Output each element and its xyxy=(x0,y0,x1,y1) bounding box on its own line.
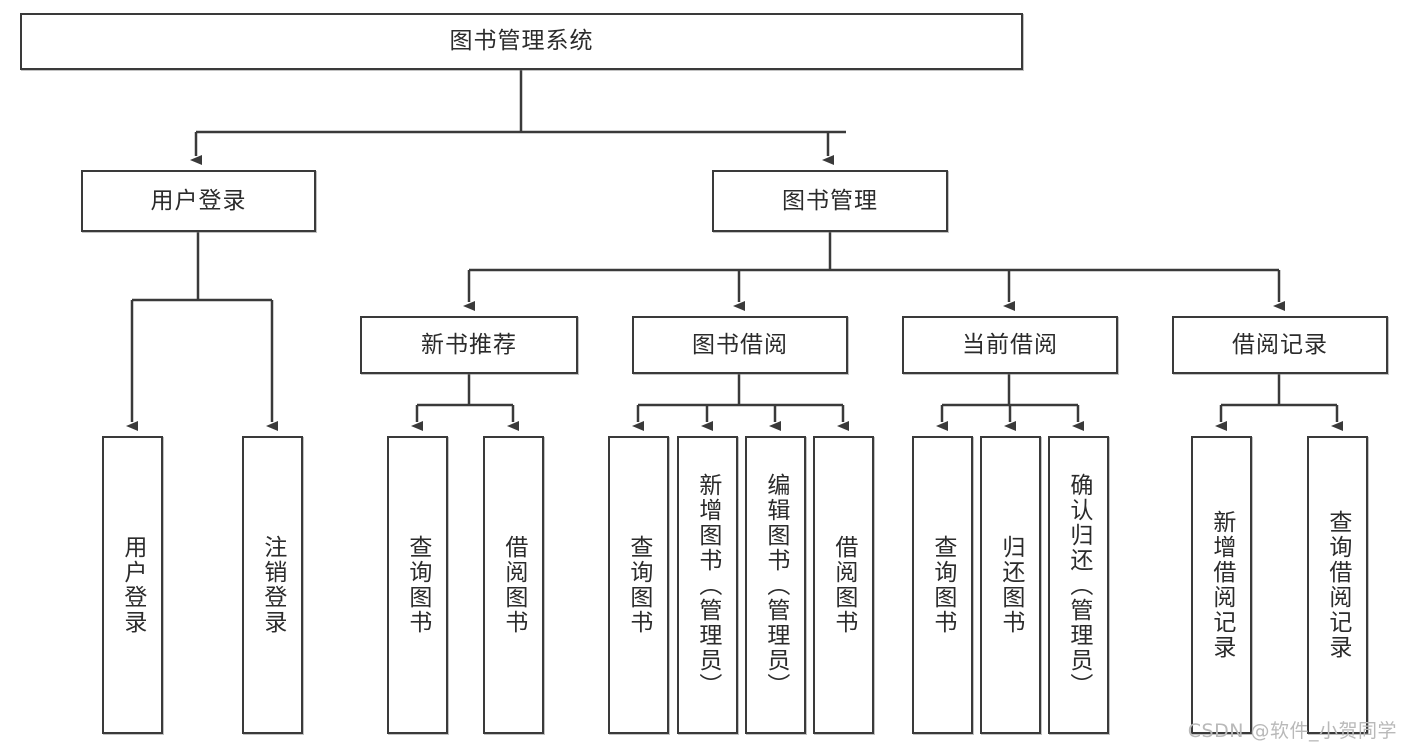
leaf-logout-label: 注销登录 xyxy=(259,535,286,635)
leaf-borrow-book-1[interactable]: 借阅图书 xyxy=(483,436,544,734)
csdn-watermark: CSDN @软件_小贺同学 xyxy=(1187,720,1397,742)
node-root-label: 图书管理系统 xyxy=(449,28,594,55)
leaf-query-book-3-label: 查询图书 xyxy=(929,535,956,635)
leaf-add-book-admin[interactable]: 新增图书（管理员） xyxy=(677,436,738,734)
leaf-query-record[interactable]: 查询借阅记录 xyxy=(1307,436,1368,734)
leaf-borrow-book-2[interactable]: 借阅图书 xyxy=(813,436,874,734)
leaf-logout[interactable]: 注销登录 xyxy=(242,436,303,734)
leaf-edit-book-admin[interactable]: 编辑图书（管理员） xyxy=(745,436,806,734)
leaf-user-login-label: 用户登录 xyxy=(119,535,146,635)
leaf-query-book-1-label: 查询图书 xyxy=(404,535,431,635)
leaf-confirm-return-admin[interactable]: 确认归还（管理员） xyxy=(1048,436,1109,734)
leaf-add-record-label: 新增借阅记录 xyxy=(1208,510,1235,660)
leaf-query-book-1[interactable]: 查询图书 xyxy=(387,436,448,734)
node-current-borrow[interactable]: 当前借阅 xyxy=(902,316,1118,374)
leaf-confirm-return-admin-label: 确认归还（管理员） xyxy=(1065,472,1092,698)
node-book-manage[interactable]: 图书管理 xyxy=(712,170,948,232)
node-new-book-recommend[interactable]: 新书推荐 xyxy=(360,316,578,374)
node-root[interactable]: 图书管理系统 xyxy=(20,13,1023,70)
leaf-add-record[interactable]: 新增借阅记录 xyxy=(1191,436,1252,734)
leaf-add-book-admin-label: 新增图书（管理员） xyxy=(694,472,721,698)
leaf-borrow-book-2-label: 借阅图书 xyxy=(830,535,857,635)
leaf-user-login[interactable]: 用户登录 xyxy=(102,436,163,734)
node-user-login[interactable]: 用户登录 xyxy=(81,170,316,232)
leaf-query-book-2[interactable]: 查询图书 xyxy=(608,436,669,734)
leaf-query-record-label: 查询借阅记录 xyxy=(1324,510,1351,660)
leaf-query-book-2-label: 查询图书 xyxy=(625,535,652,635)
leaf-borrow-book-1-label: 借阅图书 xyxy=(500,535,527,635)
node-borrow-record-label: 借阅记录 xyxy=(1232,331,1328,358)
leaf-edit-book-admin-label: 编辑图书（管理员） xyxy=(762,472,789,698)
node-book-borrow[interactable]: 图书借阅 xyxy=(632,316,848,374)
node-new-book-recommend-label: 新书推荐 xyxy=(421,331,517,358)
node-book-manage-label: 图书管理 xyxy=(782,187,878,214)
leaf-return-book[interactable]: 归还图书 xyxy=(980,436,1041,734)
node-book-borrow-label: 图书借阅 xyxy=(692,331,788,358)
node-current-borrow-label: 当前借阅 xyxy=(962,331,1058,358)
node-user-login-label: 用户登录 xyxy=(150,187,247,214)
node-borrow-record[interactable]: 借阅记录 xyxy=(1172,316,1388,374)
leaf-return-book-label: 归还图书 xyxy=(997,535,1024,635)
leaf-query-book-3[interactable]: 查询图书 xyxy=(912,436,973,734)
